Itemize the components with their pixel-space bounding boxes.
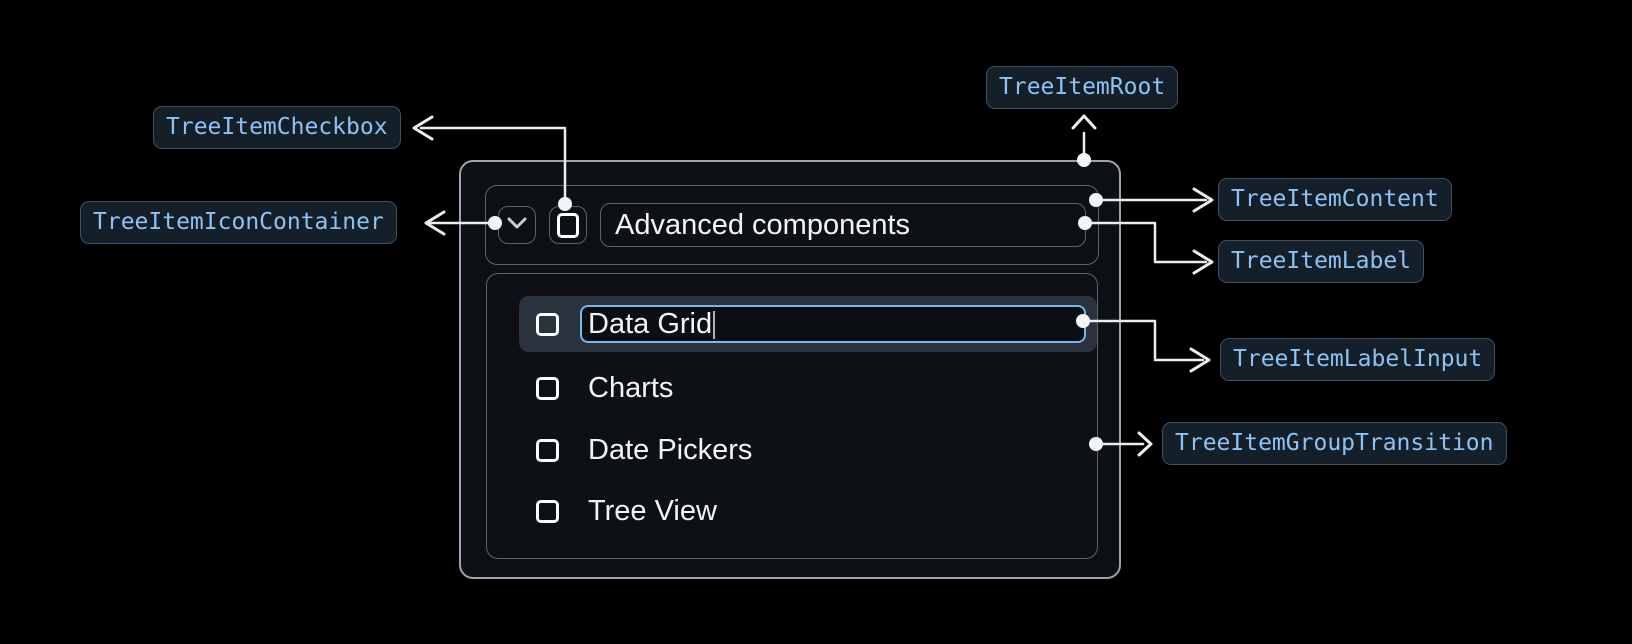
badge-tree-item-icon-container: TreeItemIconContainer bbox=[80, 201, 397, 244]
tree-item-label-text: Date Pickers bbox=[588, 433, 753, 466]
badge-tree-item-checkbox: TreeItemCheckbox bbox=[153, 106, 401, 149]
tree-item-row[interactable]: Charts bbox=[536, 364, 673, 412]
badge-tree-item-root: TreeItemRoot bbox=[986, 66, 1179, 109]
tree-item-root: Advanced components Charts Date Pickers bbox=[459, 160, 1121, 579]
tree-item-content[interactable]: Advanced components bbox=[485, 185, 1099, 265]
tree-item-group-transition: Charts Date Pickers Tree View bbox=[486, 273, 1098, 559]
badge-tree-item-label: TreeItemLabel bbox=[1218, 240, 1425, 283]
parent-label-text: Advanced components bbox=[615, 208, 911, 241]
tree-item-label-text: Charts bbox=[588, 371, 674, 404]
tree-item-editing-row[interactable] bbox=[519, 296, 1097, 352]
chevron-down-icon bbox=[507, 216, 527, 234]
tree-item-label-text: Tree View bbox=[588, 494, 717, 527]
tree-item-checkbox[interactable] bbox=[536, 376, 559, 400]
tree-item-row[interactable]: Date Pickers bbox=[536, 426, 752, 474]
checkbox-unchecked-icon bbox=[557, 212, 579, 238]
tree-item-row[interactable]: Tree View bbox=[536, 487, 717, 535]
badge-tree-item-group-transition: TreeItemGroupTransition bbox=[1162, 422, 1507, 465]
tree-item-label-input[interactable] bbox=[580, 305, 1086, 343]
tree-item-icon-container[interactable] bbox=[498, 206, 536, 244]
tree-item-checkbox[interactable] bbox=[549, 206, 587, 244]
tree-item-label[interactable]: Advanced components bbox=[600, 203, 1086, 247]
badge-tree-item-content: TreeItemContent bbox=[1218, 178, 1452, 221]
tree-item-checkbox[interactable] bbox=[536, 499, 559, 523]
label-edit-input[interactable] bbox=[582, 307, 1084, 341]
badge-tree-item-label-input: TreeItemLabelInput bbox=[1220, 338, 1496, 381]
tree-item-checkbox[interactable] bbox=[536, 438, 559, 462]
tree-item-checkbox[interactable] bbox=[536, 312, 559, 336]
